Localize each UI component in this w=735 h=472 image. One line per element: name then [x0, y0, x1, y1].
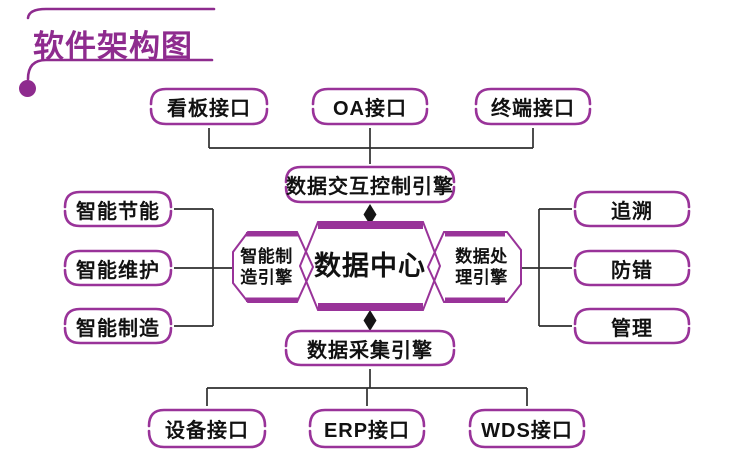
node-smart-maintenance: 智能维护 — [62, 247, 174, 289]
node-wds-interface: WDS接口 — [467, 406, 587, 451]
diamond-arrow-top — [363, 204, 377, 225]
node-error-proofing: 防错 — [572, 247, 692, 289]
data-center-label: 数据中心 — [314, 251, 426, 281]
node-erp-interface: ERP接口 — [307, 406, 427, 451]
node-device-interface: 设备接口 — [146, 406, 268, 451]
node-label: 数据交互控制引擎 — [286, 176, 454, 198]
data-center-hexagon — [298, 221, 442, 311]
node-label: 智能维护 — [76, 259, 160, 282]
node-label: OA接口 — [333, 98, 407, 120]
node-oa-interface: OA接口 — [310, 85, 430, 128]
node-traceability: 追溯 — [572, 188, 692, 230]
node-management: 管理 — [572, 305, 692, 347]
processing-engine-hexagon — [426, 231, 522, 303]
manufacturing-engine-hexagon — [232, 231, 315, 303]
node-label: 数据采集引擎 — [307, 339, 433, 362]
node-kanban-interface: 看板接口 — [148, 85, 270, 128]
node-label: 智能制造 — [76, 317, 160, 340]
processing-engine-label: 数据处理引擎 — [455, 247, 508, 287]
bottom-connector — [206, 369, 528, 406]
title-dot — [19, 80, 36, 97]
manufacturing-engine-label: 智能制造引擎 — [240, 247, 293, 287]
node-smart-energy-saving: 智能节能 — [62, 188, 174, 230]
node-label: 防错 — [611, 259, 653, 282]
node-data-collection-engine: 数据采集引擎 — [283, 327, 457, 369]
node-label: ERP接口 — [323, 420, 411, 442]
top-connector — [208, 128, 534, 164]
node-label: 终端接口 — [491, 98, 575, 120]
node-label: 追溯 — [611, 200, 653, 223]
diamond-arrow-bottom — [363, 310, 377, 331]
node-label: WDS接口 — [481, 420, 573, 442]
node-label: 管理 — [611, 317, 653, 340]
page-title: 软件架构图 — [33, 29, 193, 64]
node-terminal-interface: 终端接口 — [473, 85, 593, 128]
node-smart-manufacturing: 智能制造 — [62, 305, 174, 347]
node-label: 智能节能 — [76, 200, 160, 223]
right-bracket-connector — [521, 208, 572, 327]
left-bracket-connector — [174, 208, 233, 327]
node-label: 看板接口 — [167, 98, 251, 120]
node-label: 设备接口 — [165, 420, 249, 442]
node-data-interaction-control-engine: 数据交互控制引擎 — [283, 163, 457, 206]
title-decoration — [19, 7, 216, 97]
